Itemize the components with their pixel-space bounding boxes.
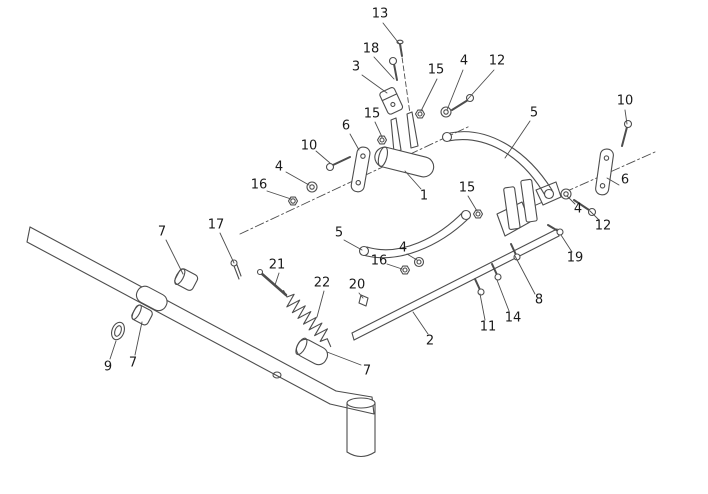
bushing-bottom [295, 337, 329, 366]
callout-1: 1 [419, 188, 429, 204]
callout-5: 5 [334, 225, 344, 241]
link-rod-upper [441, 131, 555, 200]
callout-6: 6 [341, 118, 351, 134]
bolt-18 [388, 56, 398, 81]
nuts [287, 109, 484, 275]
bushing-lower [131, 304, 153, 326]
callout-12: 12 [488, 53, 506, 69]
callout-4: 4 [274, 159, 284, 175]
leader-lines [109, 22, 628, 366]
lift-shaft [351, 201, 560, 341]
callout-3: 3 [351, 59, 361, 75]
callout-15: 15 [458, 180, 476, 196]
pivot-tube [374, 111, 435, 178]
bolt-10-right [621, 119, 633, 147]
link-rod-lower [358, 209, 472, 259]
callout-22: 22 [313, 275, 331, 291]
callout-11: 11 [479, 319, 497, 335]
rail-sleeve [135, 285, 168, 312]
callout-10: 10 [616, 93, 634, 109]
bolt-12-lower [573, 199, 597, 217]
callout-2: 2 [425, 333, 435, 349]
pin-13 [396, 39, 404, 57]
extension-spring [283, 290, 332, 348]
callout-19: 19 [566, 250, 584, 266]
callout-4: 4 [459, 53, 469, 69]
frame-rail [26, 226, 376, 458]
callout-7: 7 [157, 224, 167, 240]
flat-bar-left [350, 146, 371, 193]
callout-18: 18 [362, 41, 380, 57]
callout-16: 16 [250, 177, 268, 193]
callout-12: 12 [594, 218, 612, 234]
callout-13: 13 [371, 6, 389, 22]
flat-bar-right [595, 148, 614, 196]
callout-17: 17 [207, 217, 225, 233]
callout-10: 10 [300, 138, 318, 154]
callout-15: 15 [427, 62, 445, 78]
cotter-pin-17 [230, 259, 242, 280]
bolt-12-upper [451, 93, 475, 111]
callout-8: 8 [534, 292, 544, 308]
callout-15: 15 [363, 106, 381, 122]
callout-16: 16 [370, 253, 388, 269]
callout-4: 4 [573, 201, 583, 217]
spring-anchor-rod [256, 268, 288, 297]
callout-14: 14 [504, 310, 522, 326]
callout-4: 4 [398, 240, 408, 256]
callout-9: 9 [103, 359, 113, 375]
callout-7: 7 [128, 355, 138, 371]
callout-6: 6 [620, 172, 630, 188]
hanger-bracket [379, 87, 404, 115]
shaft-mount-bolts [474, 224, 564, 296]
clip-20 [358, 294, 369, 307]
bushing-upper [174, 268, 199, 291]
callout-7: 7 [362, 363, 372, 379]
callout-20: 20 [348, 277, 366, 293]
support-plates [503, 178, 538, 231]
callout-5: 5 [529, 105, 539, 121]
bolt-10-left [325, 156, 351, 172]
ring [111, 321, 125, 341]
callout-21: 21 [268, 257, 286, 273]
